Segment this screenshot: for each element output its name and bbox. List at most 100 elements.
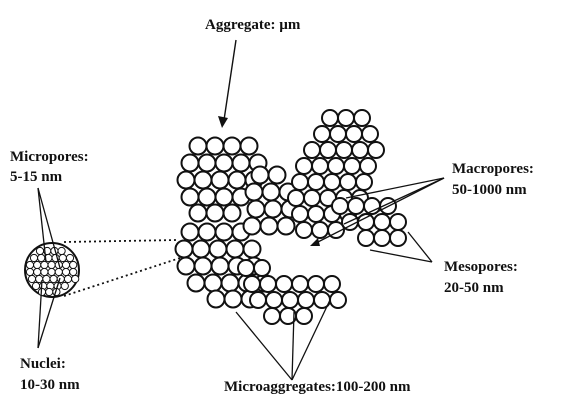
- particle: [336, 142, 352, 158]
- nuclei-range: 10-30 nm: [20, 376, 80, 395]
- nucleus-particle: [36, 247, 43, 254]
- particle: [360, 158, 376, 174]
- particle: [342, 214, 358, 230]
- particle: [250, 292, 266, 308]
- particle: [260, 276, 276, 292]
- micropore-nucleus: [25, 243, 79, 297]
- particle: [195, 258, 212, 275]
- particle: [304, 142, 320, 158]
- particle: [210, 241, 227, 258]
- particle: [182, 224, 199, 241]
- nucleus-particle: [48, 268, 55, 275]
- particle: [346, 126, 362, 142]
- particle: [182, 189, 199, 206]
- particle: [314, 126, 330, 142]
- nucleus-particle: [43, 275, 50, 282]
- particle: [199, 224, 216, 241]
- particle: [178, 258, 195, 275]
- nucleus-particle: [55, 268, 62, 275]
- particle: [390, 214, 406, 230]
- particle: [312, 158, 328, 174]
- aggregate-label: Aggregate: µm: [205, 16, 300, 35]
- particle: [263, 184, 280, 201]
- particle: [324, 276, 340, 292]
- particle: [207, 205, 224, 222]
- nucleus-particle: [70, 268, 77, 275]
- particle: [374, 230, 390, 246]
- micropores-range: 5-15 nm: [10, 168, 62, 187]
- magnification-line-top: [64, 240, 178, 242]
- nucleus-particle: [50, 275, 57, 282]
- mesopores-pointer-2: [370, 250, 432, 262]
- particle: [188, 275, 205, 292]
- particle: [229, 172, 246, 189]
- particle: [296, 158, 312, 174]
- microaggregate-bottom: [238, 260, 346, 324]
- microaggregate-particles: [176, 110, 407, 324]
- mesopores-range: 20-50 nm: [444, 279, 504, 298]
- particle: [265, 201, 282, 218]
- particle: [308, 206, 324, 222]
- particle: [298, 292, 314, 308]
- nucleus-particle: [34, 261, 41, 268]
- nucleus-particle: [38, 254, 45, 261]
- macropores-arrow-head: [310, 238, 320, 246]
- particle: [176, 241, 193, 258]
- microaggregates-label: Microaggregates:100-200 nm: [224, 378, 410, 397]
- particle: [193, 241, 210, 258]
- particle: [292, 174, 308, 190]
- particle: [358, 230, 374, 246]
- particle: [199, 155, 216, 172]
- particle: [340, 174, 356, 190]
- particle: [208, 291, 225, 308]
- particle: [238, 260, 254, 276]
- particle: [190, 205, 207, 222]
- particle: [216, 189, 233, 206]
- particle: [212, 172, 229, 189]
- nucleus-particle: [30, 254, 37, 261]
- particle: [222, 275, 239, 292]
- particle: [241, 138, 258, 155]
- particle: [278, 218, 295, 235]
- particle: [207, 138, 224, 155]
- nucleus-particle: [32, 282, 39, 289]
- particle: [244, 276, 260, 292]
- particle: [244, 241, 261, 258]
- particle: [296, 222, 312, 238]
- particle: [254, 260, 270, 276]
- particle: [356, 174, 372, 190]
- nucleus-particle: [26, 268, 33, 275]
- particle: [374, 214, 390, 230]
- particle: [227, 241, 244, 258]
- particle: [330, 126, 346, 142]
- mesopores-title: Mesopores:: [444, 258, 518, 277]
- macropores-title: Macropores:: [452, 160, 534, 179]
- particle: [224, 138, 241, 155]
- particle: [368, 142, 384, 158]
- particle: [328, 158, 344, 174]
- particle: [195, 172, 212, 189]
- nucleus-particle: [58, 247, 65, 254]
- particle: [225, 291, 242, 308]
- particle: [224, 205, 241, 222]
- particle: [292, 206, 308, 222]
- particle: [182, 155, 199, 172]
- particle: [282, 292, 298, 308]
- particle: [332, 198, 348, 214]
- particle: [308, 276, 324, 292]
- nucleus-particle: [41, 268, 48, 275]
- particle: [296, 308, 312, 324]
- nucleus-particle: [26, 261, 33, 268]
- particle: [261, 218, 278, 235]
- microaggregate-right-wing: [332, 198, 406, 246]
- particle: [276, 276, 292, 292]
- particle: [233, 155, 250, 172]
- particle: [304, 190, 320, 206]
- particle: [252, 167, 269, 184]
- particle: [269, 167, 286, 184]
- nucleus-particle: [41, 261, 48, 268]
- aggregate-arrow-line: [224, 40, 236, 120]
- particle: [320, 142, 336, 158]
